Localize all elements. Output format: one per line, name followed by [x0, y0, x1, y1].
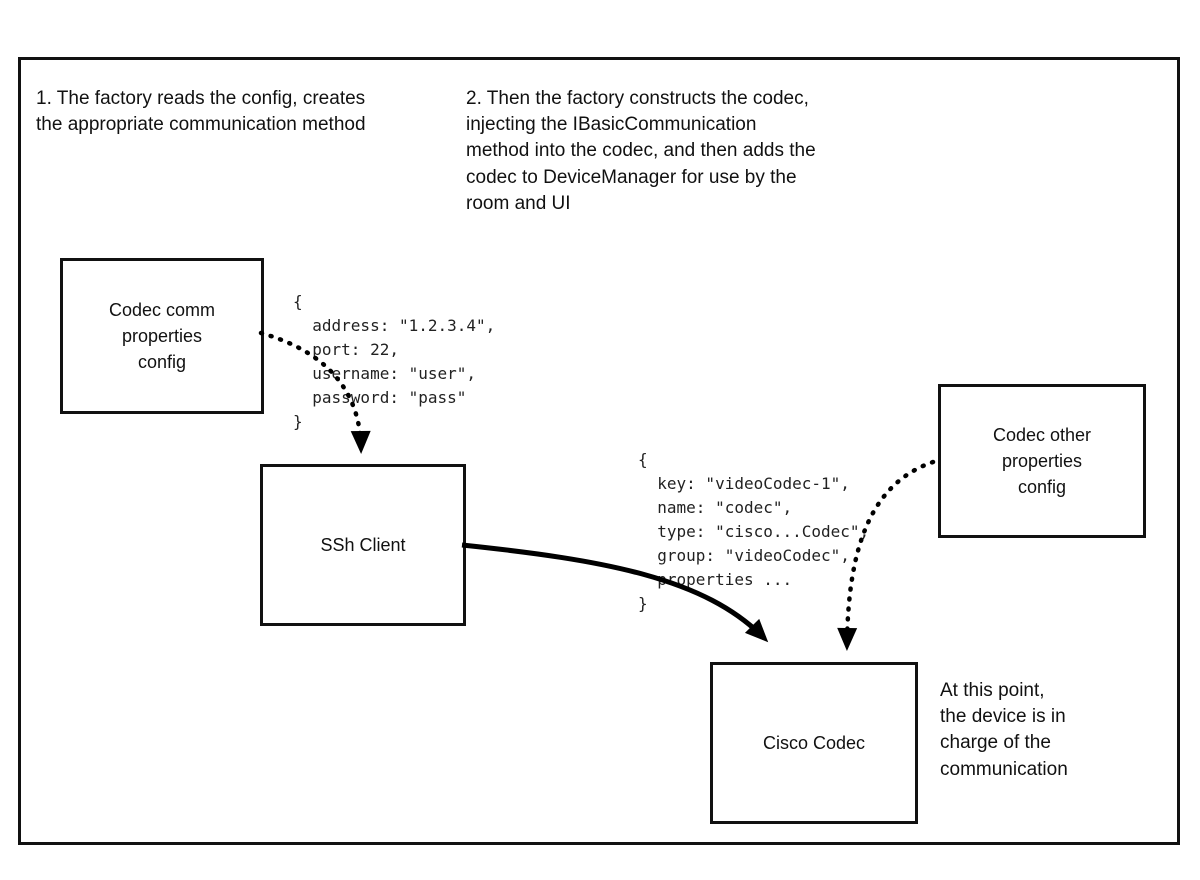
codec-comm-config-label: Codec comm properties config [108, 299, 216, 373]
codec-other-config-label: Codec other properties config [992, 424, 1092, 498]
step2-note: 2. Then the factory constructs the codec… [466, 88, 816, 214]
cisco-codec-box: Cisco Codec [710, 662, 918, 824]
step1-note: 1. The factory reads the config, creates… [36, 88, 366, 136]
endpoint-note: At this point, the device is in charge o… [940, 680, 1068, 780]
codec-comm-config-box: Codec comm properties config [60, 258, 264, 414]
cisco-codec-label: Cisco Codec [762, 732, 866, 753]
ssh-client-box: SSh Client [260, 464, 466, 626]
codec-properties-code: { key: "videoCodec-1", name: "codec", ty… [638, 450, 870, 613]
codec-other-config-box: Codec other properties config [938, 384, 1146, 538]
comm-properties-code: { address: "1.2.3.4", port: 22, username… [293, 292, 496, 431]
ssh-client-label: SSh Client [320, 534, 406, 555]
